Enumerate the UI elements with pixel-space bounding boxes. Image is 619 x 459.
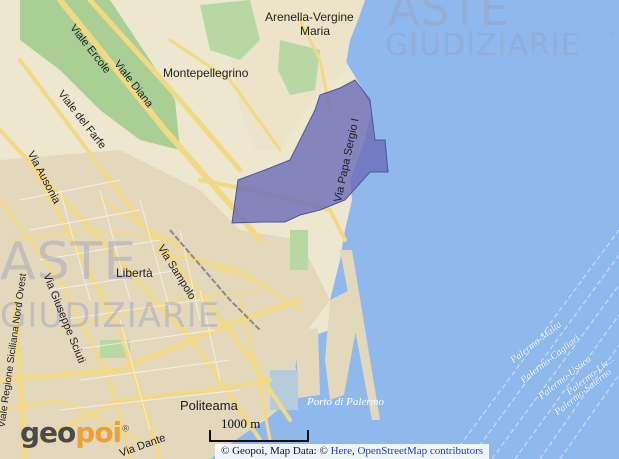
port-breakwater [340, 250, 380, 420]
place-label-liberta: Libertà [116, 266, 153, 280]
place-label-politeama: Politeama [180, 398, 238, 413]
map-attribution: © Geopoi, Map Data: © Here, OpenStreetMa… [215, 444, 490, 459]
street-grid [19, 179, 241, 431]
port-pier-2 [296, 328, 320, 398]
watermark-aste-top: ASTE [388, 0, 510, 36]
park-small [290, 230, 308, 270]
place-label-montepellegrino: Montepellegrino [163, 66, 249, 80]
scale-bar-tick-left [209, 430, 211, 442]
logo-text-poi: poi [75, 416, 122, 449]
attribution-prefix: © Geopoi, Map Data: © [221, 445, 331, 457]
logo-text-geo: geo [20, 416, 76, 449]
watermark-giudiziarie-left: GIUDIZIARIE [0, 296, 221, 336]
watermark-aste-left: ASTE [0, 232, 138, 292]
scale-bar-tick-right [307, 430, 309, 442]
park-central [278, 40, 320, 95]
logo-reg-mark: ® [121, 424, 130, 435]
railway [169, 229, 261, 331]
place-label-arenella: Arenella-Vergine [265, 10, 354, 24]
road-network [0, 0, 347, 459]
watermark-reg-top: ® [606, 30, 617, 41]
watermark-giudiziarie-top: GIUDIZIARIE [385, 28, 581, 63]
scale-bar-line [209, 440, 309, 442]
attribution-separator: , [351, 445, 358, 457]
port-pier [325, 290, 356, 400]
scale-bar: 1000 m [209, 416, 309, 442]
port-basin [270, 370, 298, 410]
attribution-link-osm[interactable]: OpenStreetMap contributors [357, 445, 484, 457]
attribution-link-here[interactable]: Here [330, 445, 352, 457]
geopoi-logo: geopoi® [20, 416, 130, 449]
ferry-routes [449, 229, 619, 459]
park-north [200, 0, 260, 60]
park-montepellegrino [20, 0, 180, 150]
place-label-porto: Porto di Palermo [307, 396, 384, 408]
scale-label: 1000 m [221, 416, 261, 431]
place-label-maria: Maria [300, 24, 331, 38]
property-area-highlight[interactable] [231, 79, 389, 224]
